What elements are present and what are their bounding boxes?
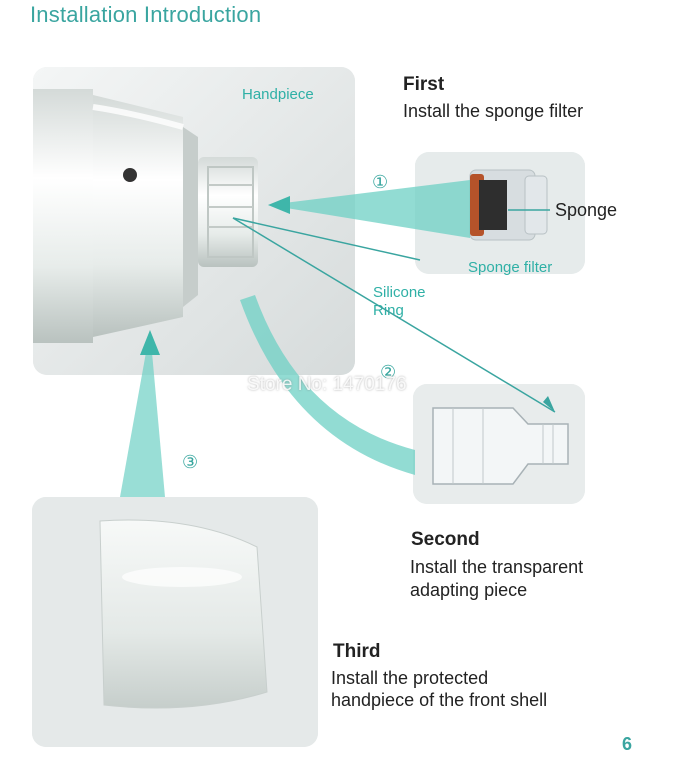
sponge-label: Sponge — [555, 200, 618, 220]
page-number: 6 — [622, 734, 633, 754]
step-second-description-line1: Install the transparent — [410, 557, 584, 577]
adapter-photo — [413, 384, 585, 504]
step-first-description: Install the sponge filter — [403, 101, 584, 121]
step-two-marker: ② — [380, 362, 397, 382]
handpiece-photo — [33, 67, 355, 375]
silicone-ring-label-line2: Ring — [373, 302, 404, 319]
step-one-marker: ① — [372, 172, 389, 192]
step-three-marker: ③ — [182, 452, 199, 472]
step-third-heading: Third — [333, 641, 381, 662]
step-first-heading: First — [403, 74, 445, 95]
handpiece-label: Handpiece — [242, 86, 314, 103]
sponge-filter-label: Sponge filter — [468, 259, 553, 276]
step-third-description-line1: Install the protected — [331, 668, 489, 688]
step-second-heading: Second — [411, 529, 480, 550]
step-second-description-line2: adapting piece — [410, 580, 528, 600]
step-third-description-line2: handpiece of the front shell — [331, 690, 548, 710]
store-watermark: Store No: 1470176 — [247, 374, 407, 395]
silicone-ring-label-line1: Silicone — [373, 284, 426, 301]
page-title: Installation Introduction — [30, 2, 262, 27]
front-shell-photo — [32, 497, 318, 747]
